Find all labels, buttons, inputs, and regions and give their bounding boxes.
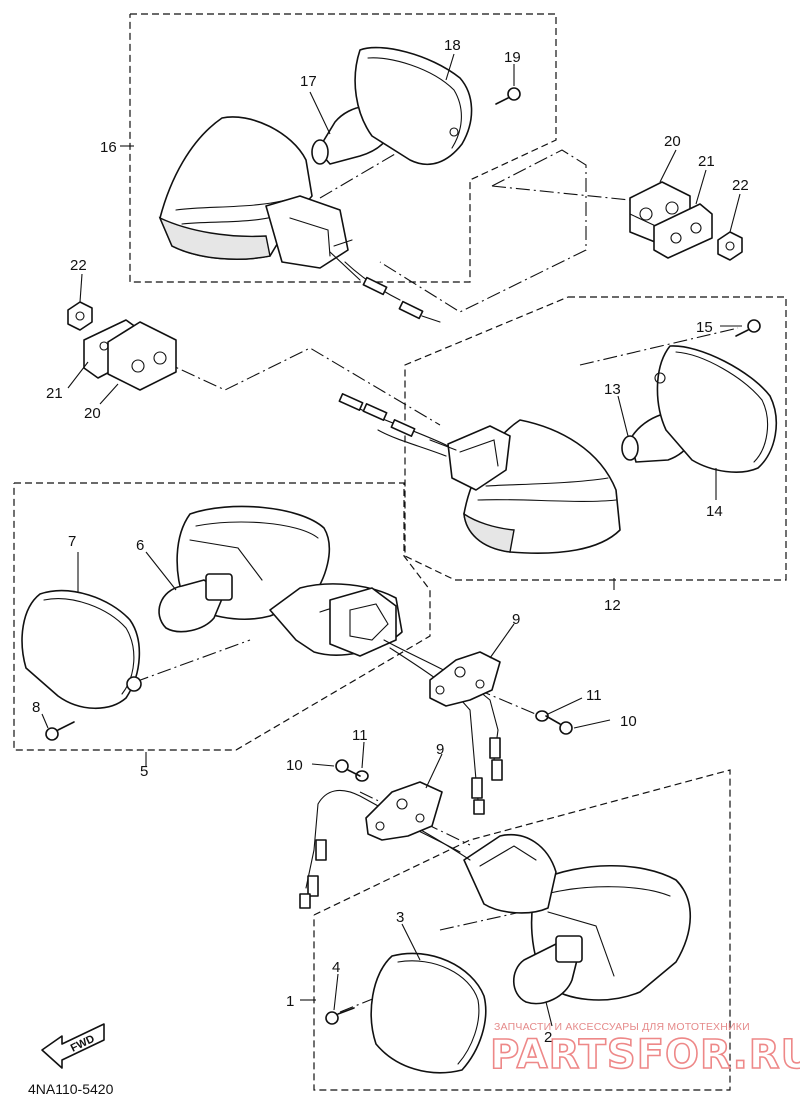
bracket-9-upper xyxy=(429,651,501,707)
washer-21-right xyxy=(653,203,713,259)
screw-15 xyxy=(735,319,761,337)
callout-11-upper: 11 xyxy=(586,687,602,704)
callout-20-left: 20 xyxy=(84,405,101,422)
wire-leads-right xyxy=(338,393,457,457)
screw-10-upper xyxy=(545,715,573,735)
screw-19 xyxy=(495,87,521,105)
screw-10-lower xyxy=(335,759,361,777)
callout-5: 5 xyxy=(140,763,148,780)
lens-7 xyxy=(21,590,142,709)
callout-19: 19 xyxy=(504,49,521,66)
turn-signal-body-top xyxy=(158,116,361,281)
nut-22-left xyxy=(67,301,93,331)
washer-11-lower xyxy=(355,770,369,782)
callout-11-lower: 11 xyxy=(352,727,368,744)
lens-3 xyxy=(370,952,487,1074)
nut-22-right xyxy=(717,231,743,261)
callout-16: 16 xyxy=(100,139,117,156)
callout-10-upper: 10 xyxy=(620,713,637,730)
bulb-6 xyxy=(158,573,233,633)
callout-8: 8 xyxy=(32,699,40,716)
washer-11-upper xyxy=(535,710,549,722)
callout-22-right: 22 xyxy=(732,177,749,194)
callout-21-right: 21 xyxy=(698,153,715,170)
assembly-box-12 xyxy=(404,296,787,581)
callout-22-left: 22 xyxy=(70,257,87,274)
bulb-2 xyxy=(512,935,583,1005)
callout-13: 13 xyxy=(604,381,621,398)
callout-14: 14 xyxy=(706,503,723,520)
assembly-box-5 xyxy=(13,482,431,751)
callout-21-left: 21 xyxy=(46,385,63,402)
callout-9-lower: 9 xyxy=(436,741,444,758)
callout-1: 1 xyxy=(286,993,294,1010)
watermark: ЗАПЧАСТИ И АКСЕССУАРЫ ДЛЯ МОТОТЕХНИКИ PA… xyxy=(489,1021,800,1079)
assembly-box-1 xyxy=(313,769,731,1091)
diagram-code: 4NA110-5420 xyxy=(28,1081,114,1097)
fwd-arrow-icon: FWD xyxy=(41,1023,105,1069)
fwd-label: FWD xyxy=(69,1033,97,1055)
watermark-brand: PARTSFOR.RU xyxy=(490,1032,800,1078)
callout-18: 18 xyxy=(444,37,461,54)
watermark-tagline: ЗАПЧАСТИ И АКСЕССУАРЫ ДЛЯ МОТОТЕХНИКИ xyxy=(494,1021,750,1033)
callout-17: 17 xyxy=(300,73,317,90)
wire-leads-top xyxy=(344,261,441,323)
callout-labels: 16 17 18 19 20 21 22 22 21 20 13 15 14 1… xyxy=(32,37,749,1046)
bracket-9-lower xyxy=(365,781,443,841)
screw-4 xyxy=(325,1007,355,1025)
leader-lines xyxy=(41,53,742,1027)
lens-14 xyxy=(654,345,777,473)
turn-signal-body-right xyxy=(447,419,621,554)
callout-4: 4 xyxy=(332,959,340,976)
callout-15: 15 xyxy=(696,319,713,336)
callout-3: 3 xyxy=(396,909,404,926)
callout-6: 6 xyxy=(136,537,144,554)
callout-7: 7 xyxy=(68,533,76,550)
callout-2: 2 xyxy=(544,1029,552,1046)
callout-20-right: 20 xyxy=(664,133,681,150)
grommet-20-left xyxy=(107,321,177,391)
callout-12: 12 xyxy=(604,597,621,614)
callout-10-lower: 10 xyxy=(286,757,303,774)
screw-8 xyxy=(45,721,75,741)
lens-18 xyxy=(354,46,473,166)
callout-9-upper: 9 xyxy=(512,611,520,628)
